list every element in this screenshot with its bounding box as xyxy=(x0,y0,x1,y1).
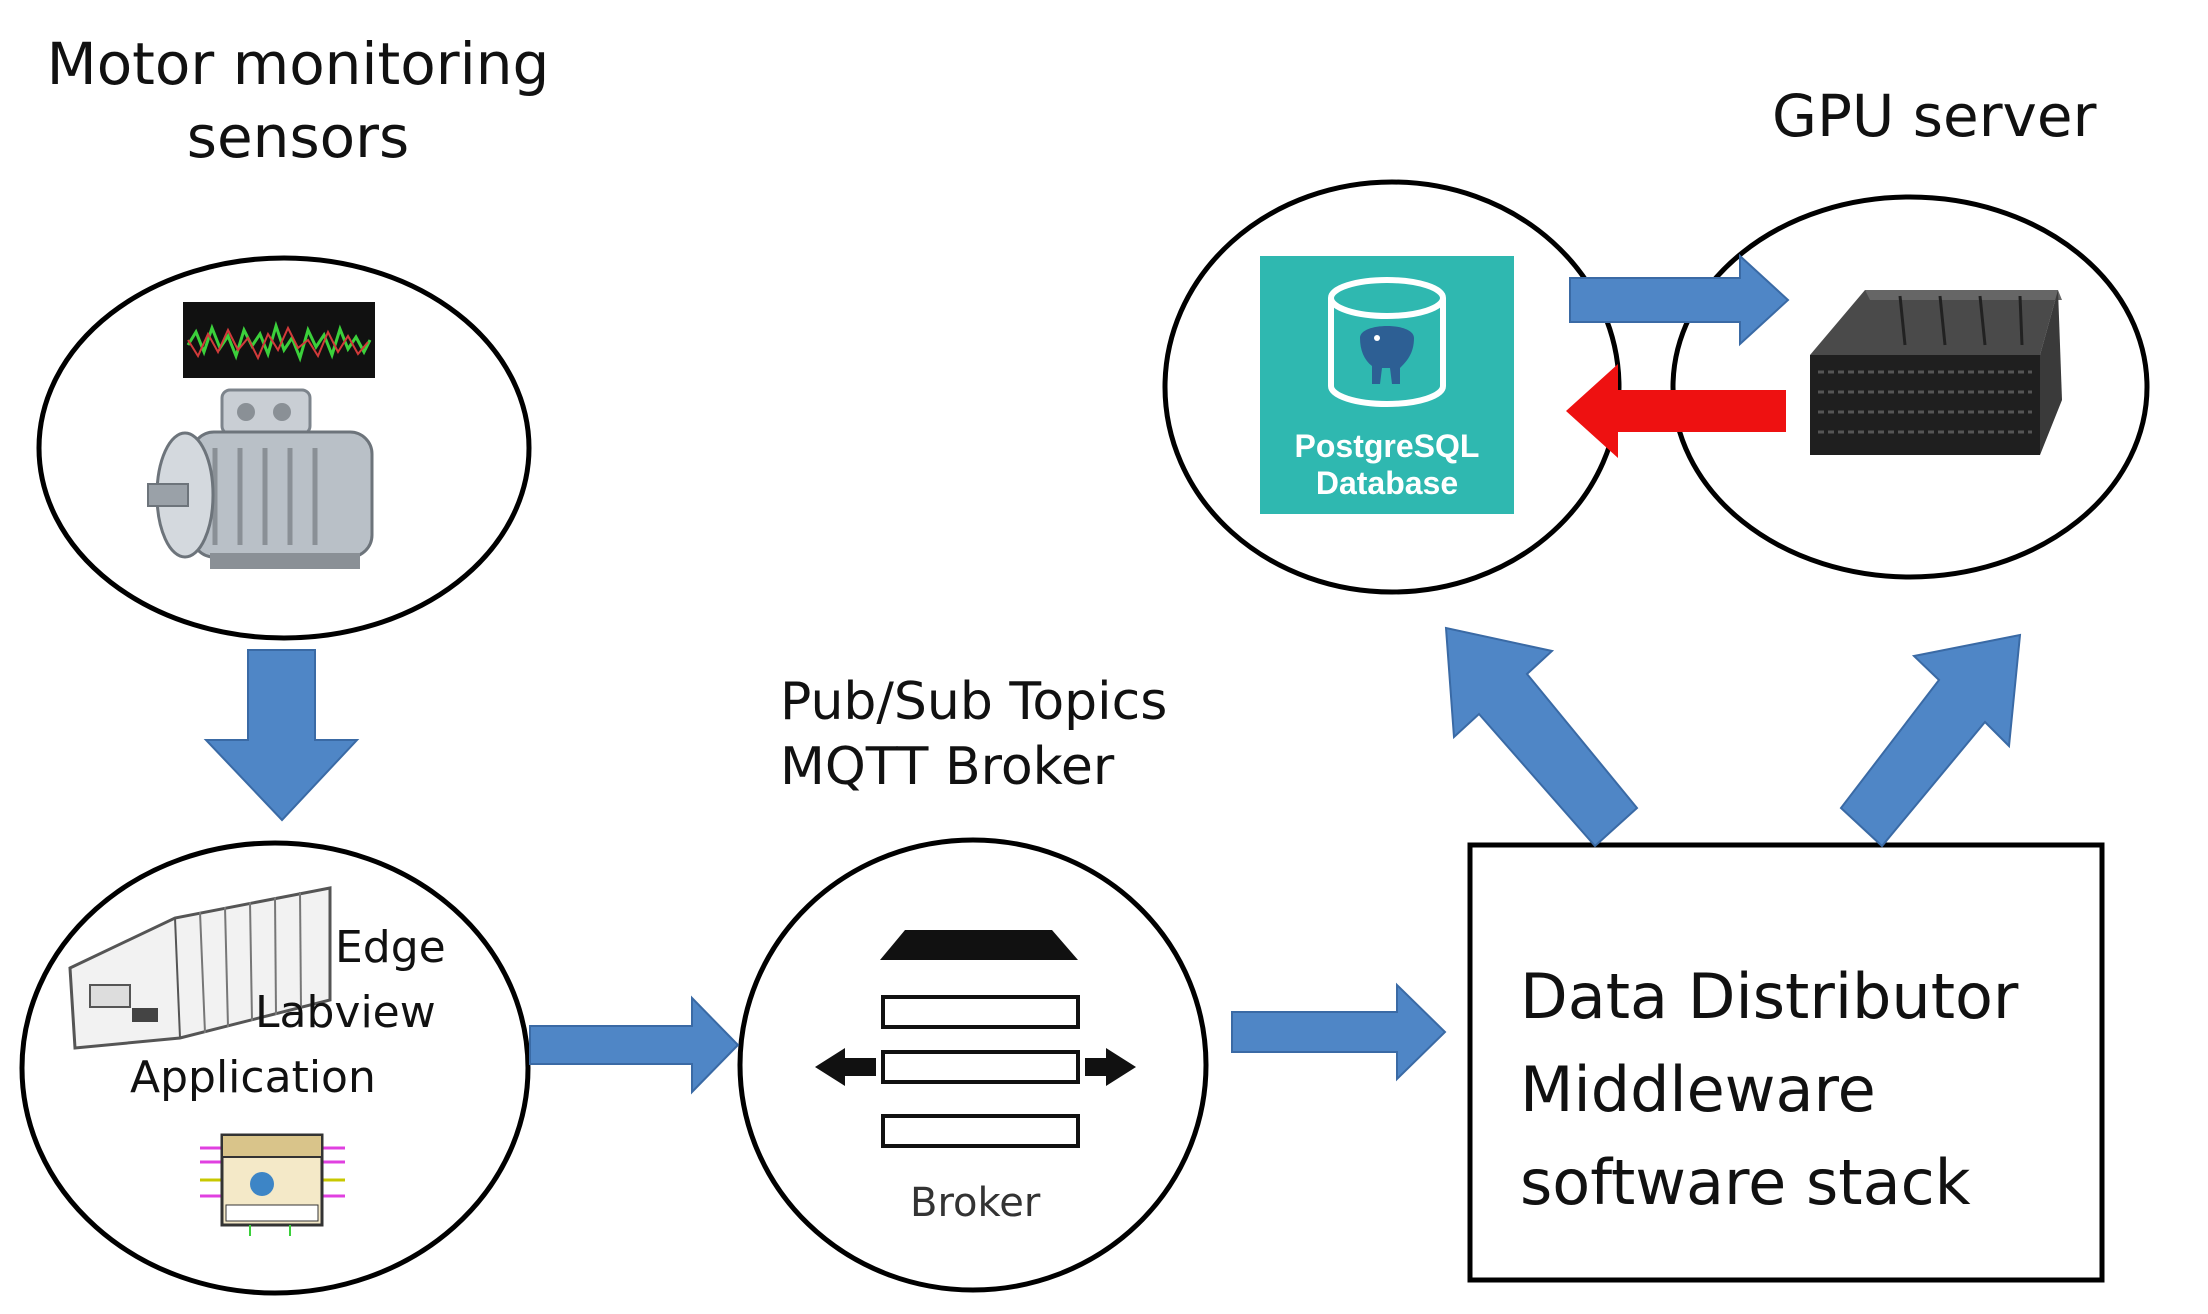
arrow-database-to-gpu xyxy=(1569,253,1790,347)
arrow-gpu-to-database xyxy=(1566,364,1786,458)
gpu-title: GPU server xyxy=(1772,82,2097,150)
postgresql-tile: PostgreSQL Database xyxy=(1260,256,1514,514)
elephant-icon xyxy=(1360,326,1414,384)
electric-motor-icon xyxy=(147,388,374,569)
server-rack-icon xyxy=(1810,290,2062,455)
broker-title-line1: Pub/Sub Topics xyxy=(780,672,1168,732)
arrow-sensors-to-edge xyxy=(203,649,360,822)
database-label-line1: PostgreSQL xyxy=(1294,428,1480,464)
broker-queue-icon xyxy=(815,930,1136,1148)
sensors-title-line2: sensors xyxy=(186,102,410,171)
edge-label-line3: Application xyxy=(130,1052,376,1103)
middleware-label-line3: software stack xyxy=(1520,1146,1971,1219)
plc-device-icon xyxy=(68,886,332,1050)
broker-inner-label: Broker xyxy=(910,1180,1041,1226)
arrow-broker-to-middleware xyxy=(1231,982,1447,1082)
arrow-edge-to-broker xyxy=(529,995,740,1095)
sensors-title: Motor monitoring sensors xyxy=(38,28,558,173)
middleware-label-line1: Data Distributor xyxy=(1520,960,2019,1033)
waveform-icon xyxy=(183,302,375,378)
middleware-box xyxy=(1467,842,2105,1283)
broker-title-line2: MQTT Broker xyxy=(780,737,1115,797)
database-label-line2: Database xyxy=(1315,464,1459,501)
middleware-label-line2: Middleware xyxy=(1520,1053,1876,1126)
arrow-middleware-to-database xyxy=(1444,626,1639,848)
sensors-title-line1: Motor monitoring xyxy=(46,30,550,98)
arrow-middleware-to-gpu xyxy=(1839,633,2022,848)
broker-title: Pub/Sub Topics MQTT Broker xyxy=(780,670,1167,800)
database-cylinder-icon xyxy=(1328,277,1446,407)
mqtt-block-icon xyxy=(200,1133,345,1236)
middleware-label: Data Distributor Middleware software sta… xyxy=(1520,950,2018,1229)
edge-label-line2: Labview xyxy=(255,987,436,1038)
edge-label-line1: Edge xyxy=(335,922,446,973)
